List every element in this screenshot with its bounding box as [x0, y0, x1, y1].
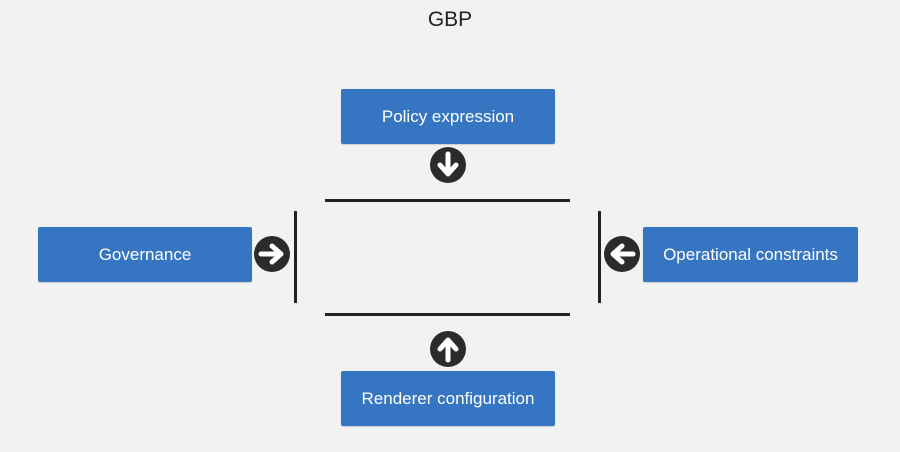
renderer-configuration-label: Renderer configuration	[361, 388, 535, 408]
policy-expression-label: Policy expression	[381, 106, 515, 126]
policy-expression-box[interactable]: Policy expression	[341, 89, 555, 144]
diagram-title: GBP	[427, 8, 473, 31]
center-frame-right-line	[598, 211, 601, 303]
center-frame-left-line	[294, 211, 297, 303]
center-frame-bottom-line	[325, 313, 570, 316]
arrow-down-icon	[430, 147, 466, 183]
arrow-up-icon	[430, 331, 466, 367]
governance-label: Governance	[98, 244, 192, 264]
arrow-right-icon	[254, 236, 290, 272]
operational-constraints-box[interactable]: Operational constraints	[643, 227, 858, 282]
operational-constraints-label: Operational constraints	[663, 244, 838, 264]
renderer-configuration-box[interactable]: Renderer configuration	[341, 371, 555, 426]
governance-box[interactable]: Governance	[38, 227, 252, 282]
center-frame-top-line	[325, 199, 570, 202]
arrow-left-icon	[604, 236, 640, 272]
